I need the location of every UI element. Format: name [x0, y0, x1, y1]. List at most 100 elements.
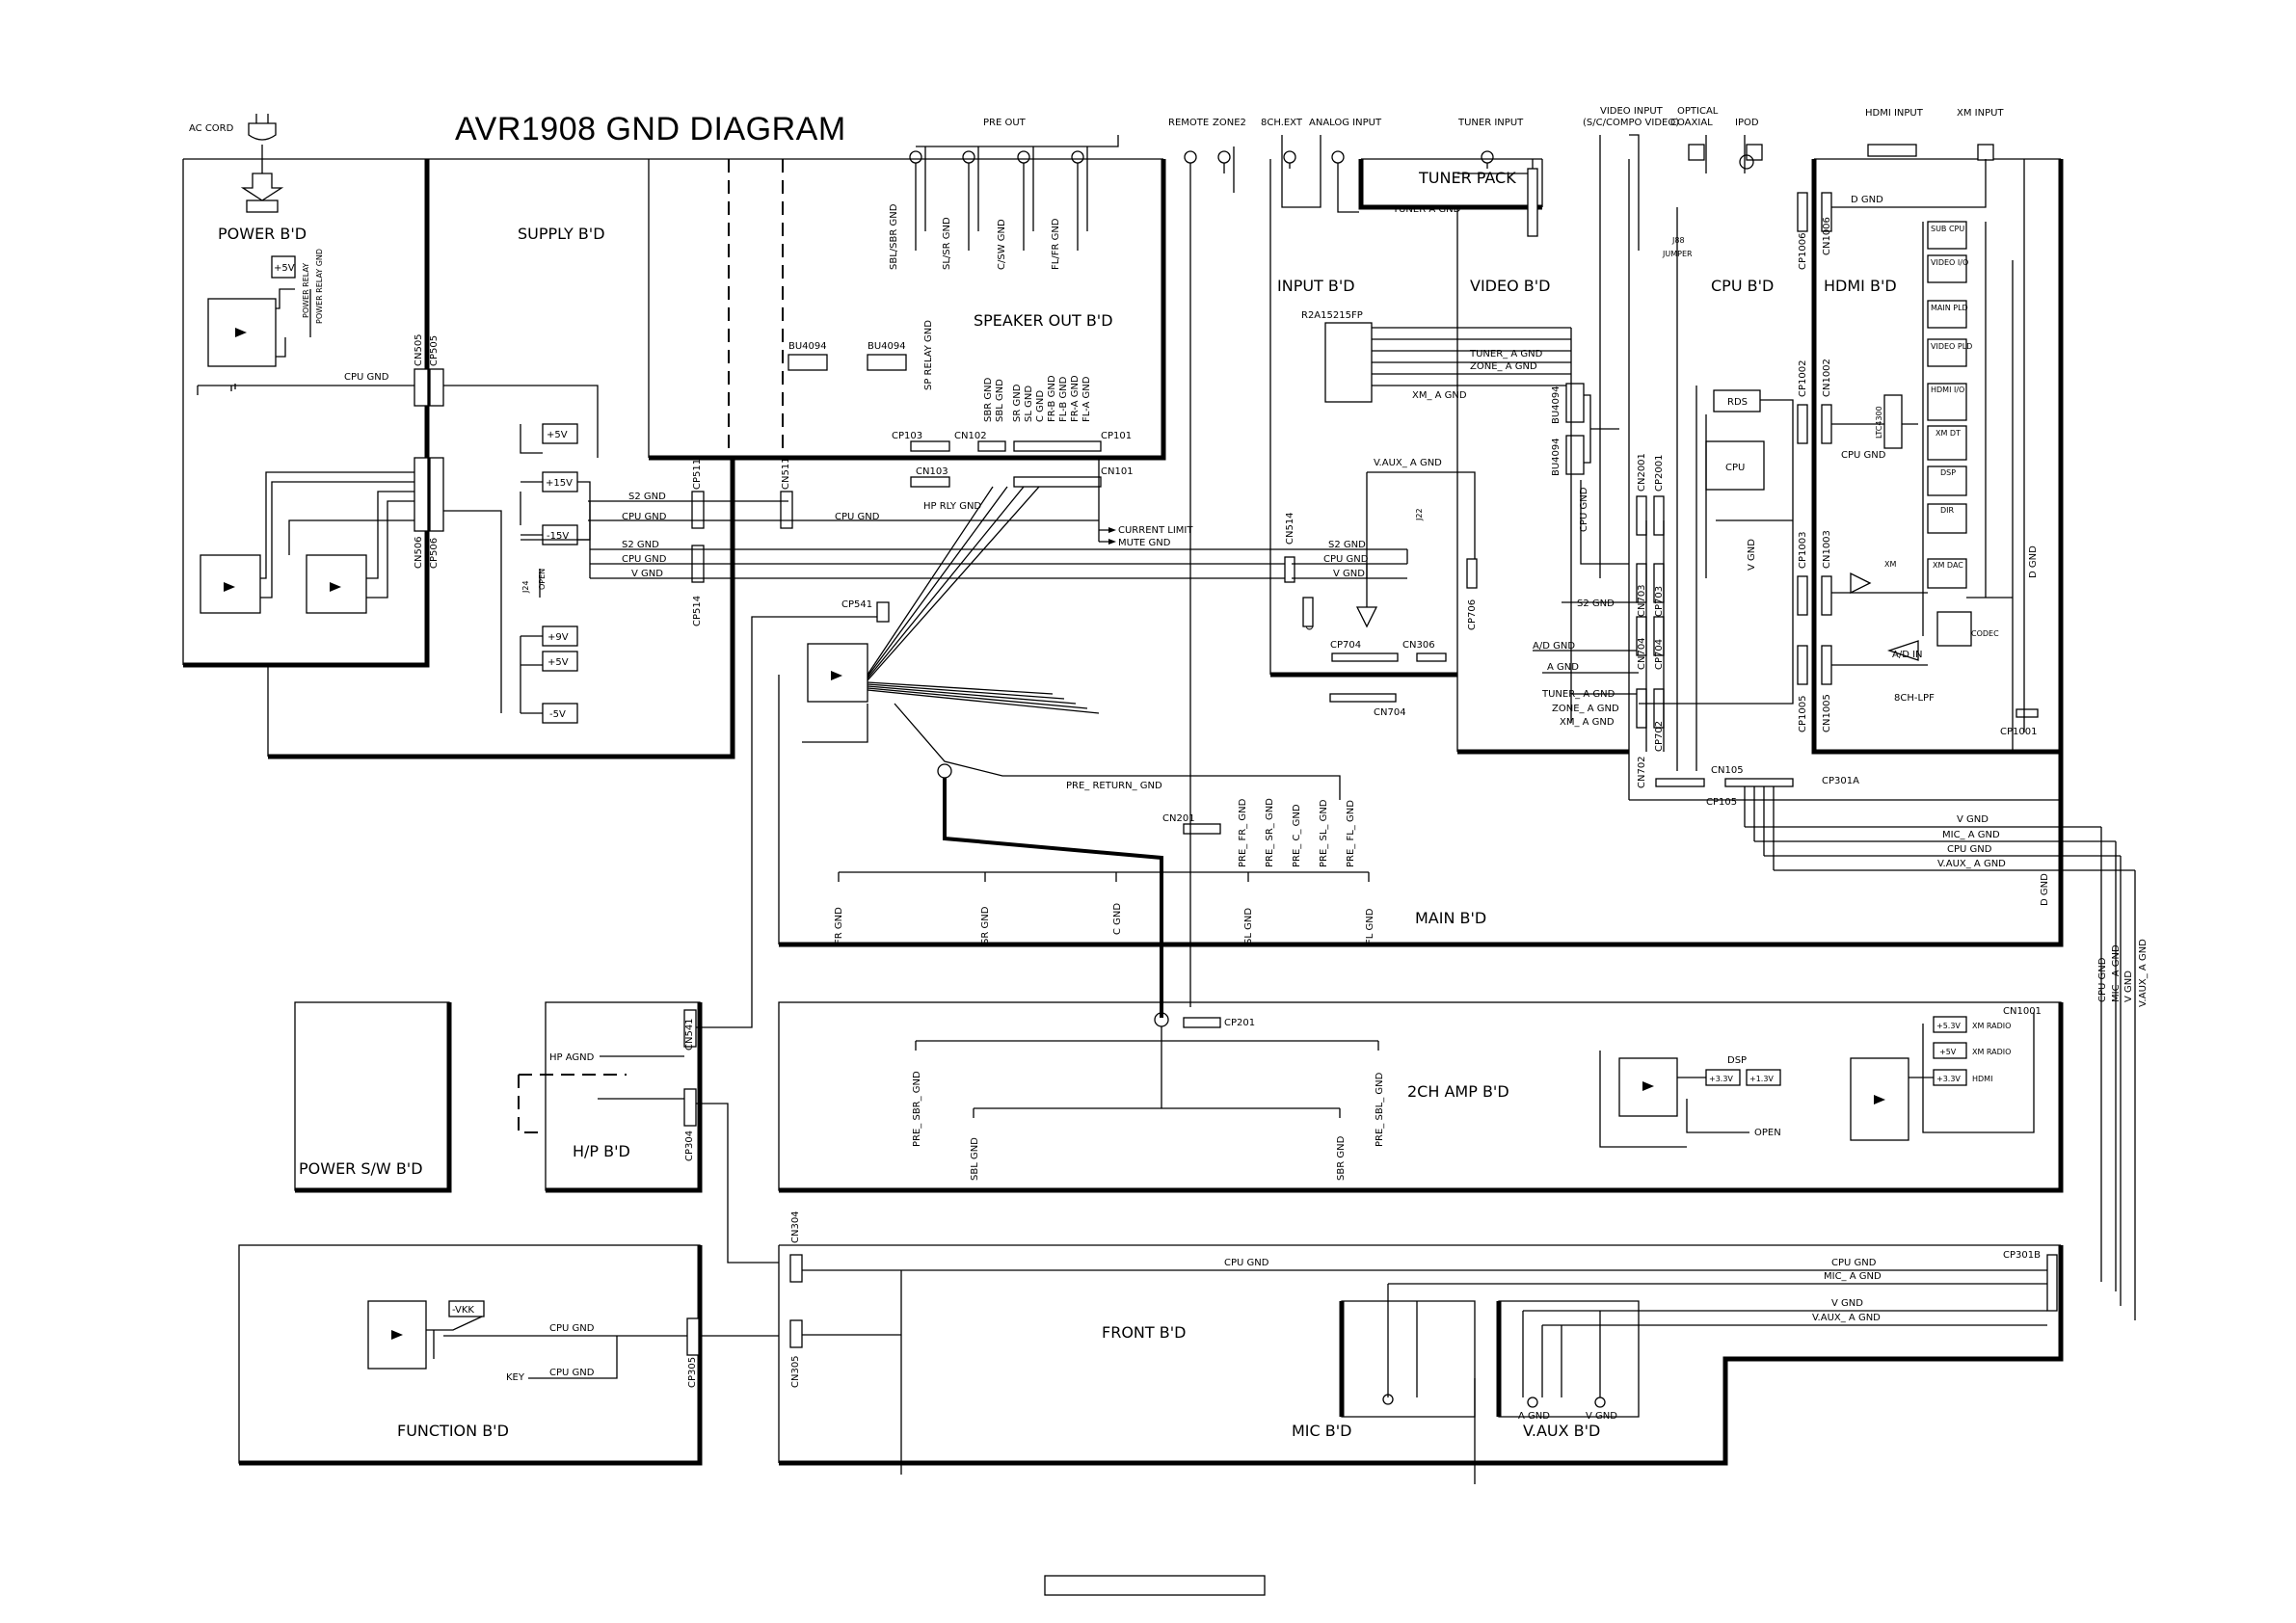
rds-chip: RDS	[1727, 397, 1748, 408]
cp706-label: CP706	[1467, 599, 1478, 630]
speaker-out-circuit: SBL/SBR GND SL/SR GND C/SW GND FL/FR GND…	[788, 135, 1134, 488]
svg-text:V GND: V GND	[1333, 569, 1365, 579]
svg-text:SBL GND: SBL GND	[995, 379, 1005, 422]
svg-text:V GND: V GND	[2123, 971, 2134, 1002]
svg-text:CPU GND: CPU GND	[1323, 554, 1369, 565]
amp-bd-circuit: CP201 PRE_ SBR_ GND PRE_ SBL_ GND SBL GN…	[912, 1006, 2042, 1181]
cn201-label: CN201	[1162, 813, 1195, 824]
svg-text:CP304: CP304	[684, 1131, 695, 1161]
svg-text:BU4094: BU4094	[1551, 438, 1562, 476]
svg-text:CPU GND: CPU GND	[549, 1323, 595, 1334]
main-bd-gnds: FR GND SR GND C GND SL GND FL GND PRE_ R…	[834, 781, 1375, 945]
svg-text:SR GND: SR GND	[1012, 384, 1023, 422]
board-mic: MIC B'D	[1292, 1422, 1351, 1440]
xm-input-label: XM INPUT	[1957, 108, 2004, 119]
svg-text:CN704: CN704	[1637, 637, 1647, 670]
pre-out-jacks	[909, 150, 1084, 164]
svg-text:XM DT: XM DT	[1936, 429, 1961, 438]
svg-text:CP301A: CP301A	[1822, 776, 1859, 786]
cp511-label: CP511	[692, 459, 703, 490]
svg-text:CN305: CN305	[790, 1355, 801, 1388]
svg-text:FL-A GND: FL-A GND	[1081, 376, 1092, 422]
svg-text:XM RADIO: XM RADIO	[1972, 1022, 2011, 1030]
cn101-label: CN101	[1101, 466, 1134, 477]
bu4094-b: BU4094	[868, 341, 906, 352]
board-names: POWER B'D SUPPLY B'D SPEAKER OUT B'D TUN…	[218, 169, 1897, 1440]
board-video: VIDEO B'D	[1470, 277, 1550, 295]
svg-text:CN105: CN105	[1711, 765, 1744, 776]
svg-text:HP RLY GND: HP RLY GND	[923, 501, 981, 512]
cn103-label: CN103	[916, 466, 948, 477]
svg-text:A GND: A GND	[1547, 662, 1579, 673]
cn511-label: CN511	[781, 457, 791, 490]
video-input-label: VIDEO INPUT	[1600, 106, 1664, 117]
svg-text:PRE_ RETURN_ GND: PRE_ RETURN_ GND	[1066, 781, 1162, 791]
svg-text:FR-A GND: FR-A GND	[1070, 375, 1081, 422]
svg-text:CPU GND: CPU GND	[1947, 844, 1992, 855]
svg-text:V GND: V GND	[1586, 1411, 1617, 1422]
svg-text:VIDEO I/O: VIDEO I/O	[1931, 258, 1968, 267]
svg-text:MAIN PLD: MAIN PLD	[1931, 304, 1968, 312]
svg-text:FR GND: FR GND	[834, 907, 844, 945]
power-plus5v: +5V	[274, 263, 295, 274]
svg-text:PRE_ SL_ GND: PRE_ SL_ GND	[1319, 799, 1329, 867]
svg-text:CPU GND: CPU GND	[549, 1368, 595, 1378]
svg-text:+5V: +5V	[1939, 1048, 1957, 1056]
cp506-label: CP506	[429, 538, 440, 569]
rail-plus9v: +9V	[547, 632, 569, 643]
cp514-label: CP514	[692, 596, 703, 626]
rail-plus5v-b: +5V	[547, 657, 569, 668]
svg-text:CN304: CN304	[790, 1211, 801, 1243]
svg-text:V.AUX_ A GND: V.AUX_ A GND	[1812, 1313, 1881, 1323]
coaxial-label: COAXIAL	[1670, 118, 1713, 128]
svg-text:CPU GND: CPU GND	[2097, 957, 2108, 1002]
svg-text:BU4094: BU4094	[1551, 386, 1562, 424]
svg-text:KEY: KEY	[506, 1372, 525, 1383]
board-power-sw: POWER S/W B'D	[299, 1159, 423, 1178]
svg-text:MUTE GND: MUTE GND	[1118, 538, 1171, 548]
svg-text:CPU GND: CPU GND	[622, 512, 667, 522]
hp-bd-circuit: CN541 CP304 HP AGND	[518, 616, 877, 1264]
svg-text:CN1002: CN1002	[1822, 359, 1832, 397]
rail-minus15v: -15V	[547, 531, 569, 542]
svg-text:PRE_ FL_ GND: PRE_ FL_ GND	[1346, 800, 1356, 867]
svg-text:CPU GND: CPU GND	[622, 554, 667, 565]
svg-text:CP105: CP105	[1706, 797, 1737, 808]
svg-text:XM DAC: XM DAC	[1933, 561, 1963, 570]
board-speaker-out: SPEAKER OUT B'D	[974, 311, 1113, 330]
svg-text:A/D IN: A/D IN	[1892, 650, 1923, 660]
svg-text:MIC_ A GND: MIC_ A GND	[1942, 830, 2000, 840]
svg-text:MIC_ A GND: MIC_ A GND	[2111, 945, 2122, 1002]
svg-text:V.AUX_ A GND: V.AUX_ A GND	[2138, 939, 2149, 1007]
svg-text:DSP: DSP	[1727, 1055, 1747, 1066]
bu4094-a: BU4094	[788, 341, 827, 352]
svg-text:HDMI: HDMI	[1972, 1075, 1992, 1083]
cp103-label: CP103	[892, 431, 922, 441]
page-title: AVR1908 GND DIAGRAM	[455, 111, 846, 147]
svg-text:SL GND: SL GND	[1024, 386, 1034, 422]
board-2ch-amp: 2CH AMP B'D	[1407, 1082, 1509, 1101]
svg-text:TUNER_ A GND: TUNER_ A GND	[1469, 349, 1543, 359]
zone2-label: ZONE2	[1213, 118, 1246, 128]
svg-text:+3.3V: +3.3V	[1936, 1075, 1961, 1083]
svg-text:D GND: D GND	[2028, 545, 2039, 578]
svg-text:XM: XM	[1884, 560, 1896, 569]
svg-text:V.AUX_ A GND: V.AUX_ A GND	[1374, 458, 1442, 468]
svg-text:PRE_ SBL_ GND: PRE_ SBL_ GND	[1375, 1072, 1385, 1147]
r2a-chip-label: R2A15215FP	[1301, 310, 1363, 321]
svg-text:PRE_ SBR_ GND: PRE_ SBR_ GND	[912, 1071, 922, 1147]
svg-text:CP305: CP305	[687, 1357, 698, 1388]
svg-text:J22: J22	[1415, 508, 1424, 521]
tuner-a-gnd-label: TUNER A GND	[1392, 204, 1461, 215]
svg-text:CPU GND: CPU GND	[1224, 1258, 1269, 1268]
svg-text:CP301B: CP301B	[2003, 1250, 2041, 1261]
video-input-sub-label: (S/C/COMPO VIDEO)	[1583, 118, 1679, 128]
svg-text:HDMI I/O: HDMI I/O	[1931, 386, 1964, 394]
svg-text:CP1001: CP1001	[2000, 727, 2037, 737]
video-cpu-connectors: CN2001 CP2001 CN703 CP703 CN704 CP704 CN…	[1636, 207, 1859, 808]
ac-cord-label: AC CORD	[189, 123, 234, 134]
svg-text:+3.3V: +3.3V	[1709, 1075, 1733, 1083]
svg-text:C GND: C GND	[1035, 390, 1046, 422]
svg-text:S2 GND: S2 GND	[1577, 599, 1615, 609]
